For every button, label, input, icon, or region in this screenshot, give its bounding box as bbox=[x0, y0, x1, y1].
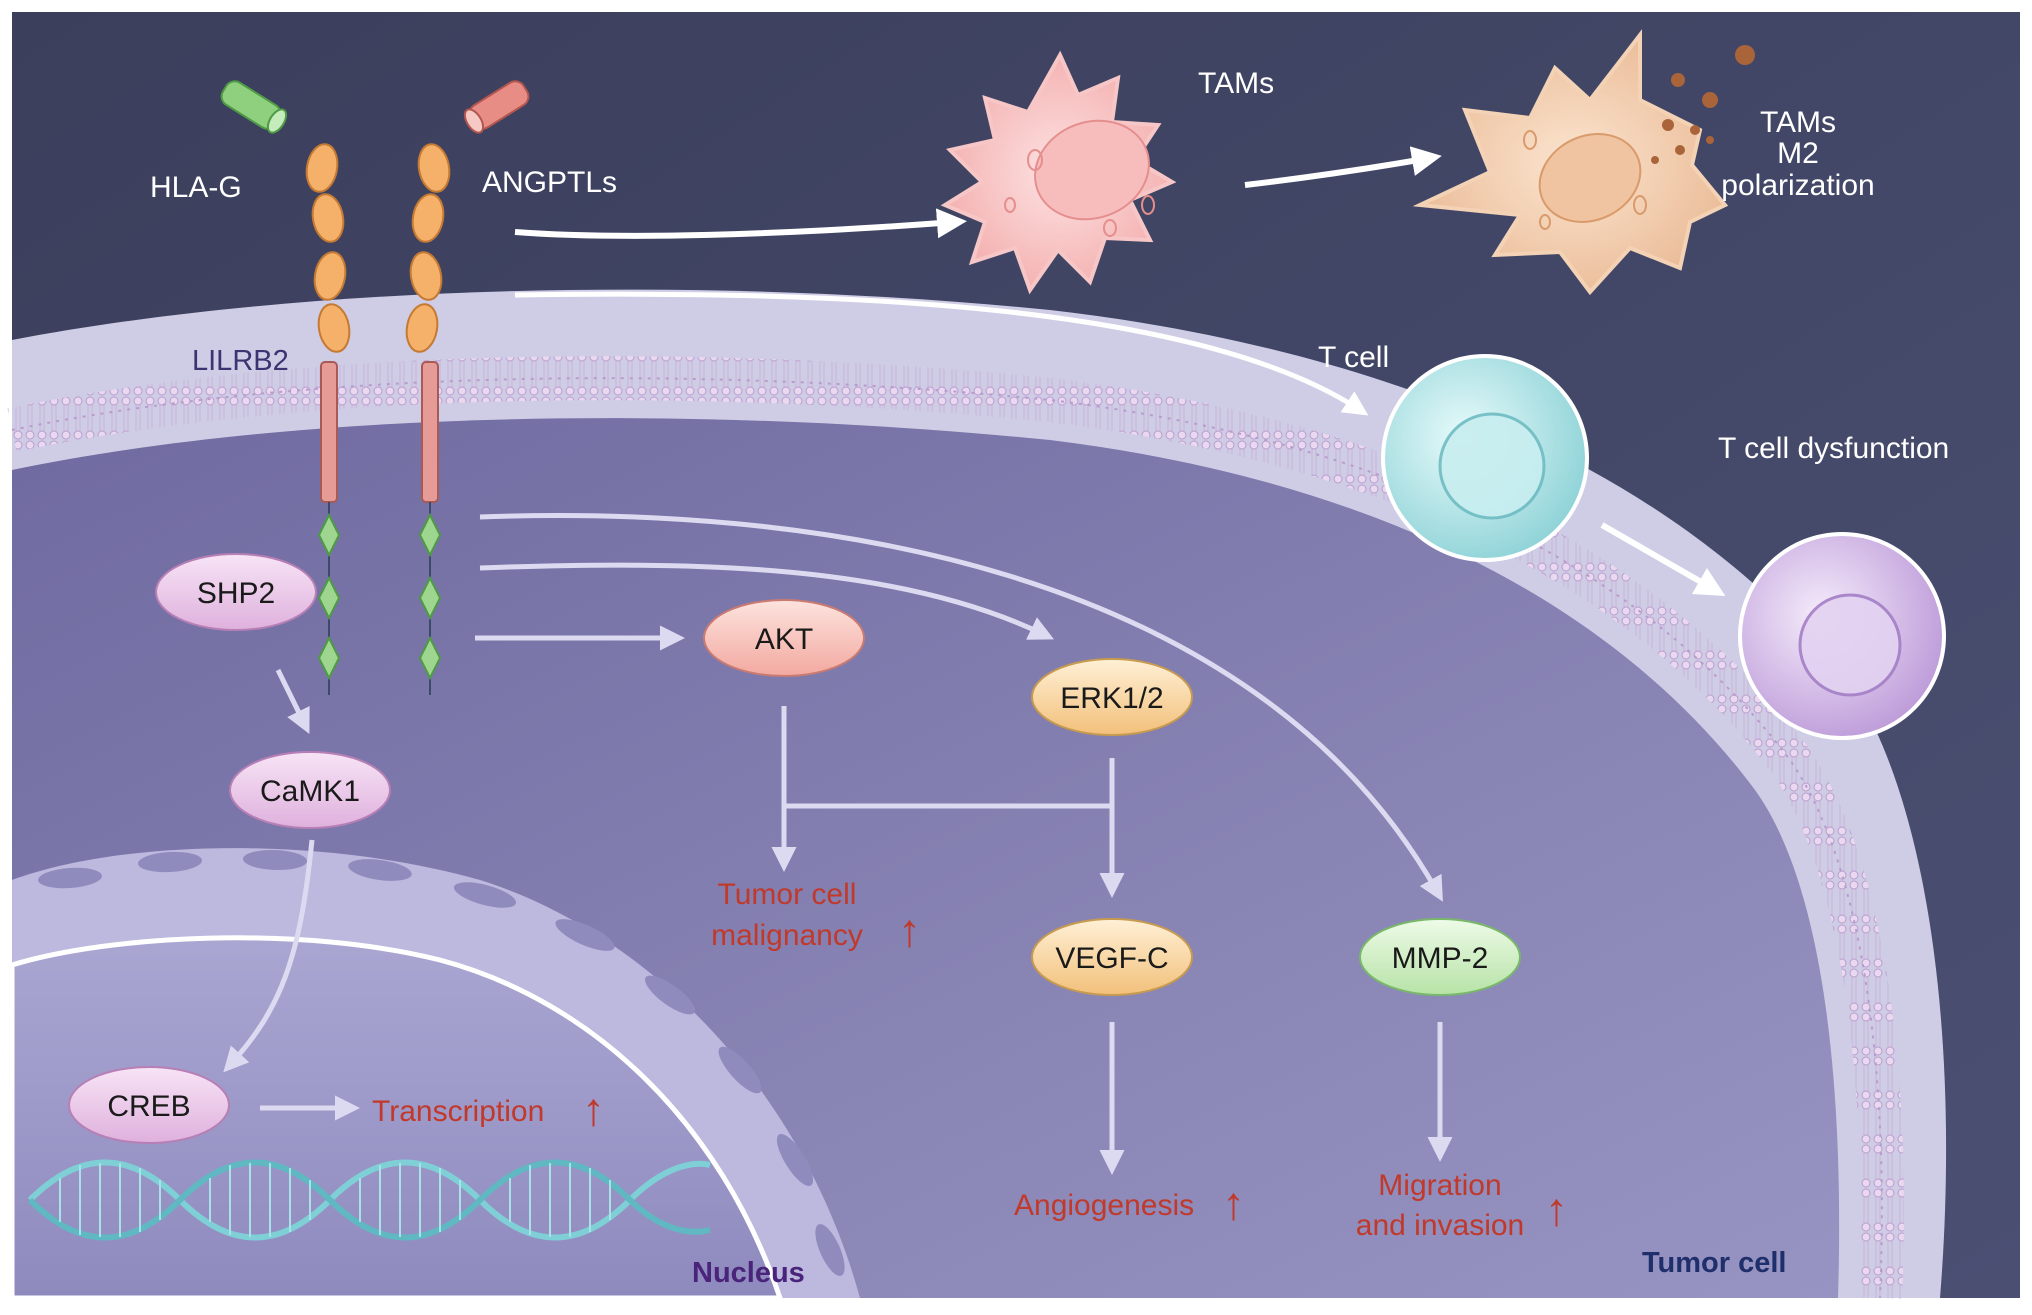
angiogenesis-up-arrow: ↑ bbox=[1222, 1177, 1245, 1229]
arrow-camk1-to-creb bbox=[223, 839, 315, 1073]
creb-node: CREB bbox=[68, 1066, 230, 1144]
vegf-c-node: VEGF-C bbox=[1031, 918, 1193, 996]
dna-helix-icon bbox=[27, 1159, 711, 1241]
shp2-label: SHP2 bbox=[197, 577, 275, 610]
t-cell-dysfunction-label: T cell dysfunction bbox=[1718, 432, 1949, 465]
erk-node: ERK1/2 bbox=[1031, 658, 1193, 736]
arrow-shp2-to-camk1 bbox=[275, 668, 310, 734]
tams-m2-label-1: TAMs bbox=[1760, 106, 1836, 139]
camk1-label: CaMK1 bbox=[260, 775, 360, 808]
transcription-up-arrow: ↑ bbox=[582, 1083, 605, 1135]
angptls-label: ANGPTLs bbox=[482, 166, 617, 199]
migration-label-1: Migration bbox=[1378, 1169, 1501, 1202]
lilrb2-receptor-left bbox=[305, 143, 351, 695]
arrow-to-dysfunction bbox=[1600, 522, 1726, 596]
vegf-c-label: VEGF-C bbox=[1055, 942, 1168, 975]
arrow-to-tams bbox=[514, 208, 967, 239]
arrow-to-m2 bbox=[1244, 146, 1442, 188]
tam-cell-icon bbox=[940, 50, 1177, 295]
arrow-to-erk bbox=[479, 562, 1055, 640]
akt-node: AKT bbox=[703, 599, 865, 677]
lilrb2-label: LILRB2 bbox=[192, 345, 289, 377]
arrow-to-mmp2 bbox=[479, 513, 1443, 902]
hla-g-ligand-icon bbox=[220, 80, 288, 134]
dysfunctional-t-cell-icon bbox=[1738, 532, 1946, 740]
t-cell-icon bbox=[1381, 354, 1589, 562]
tams-label: TAMs bbox=[1198, 67, 1274, 100]
nucleus-label: Nucleus bbox=[692, 1257, 805, 1289]
malignancy-label-2: malignancy bbox=[711, 919, 863, 952]
erk-label: ERK1/2 bbox=[1060, 682, 1163, 715]
nuclear-pores bbox=[38, 849, 845, 1276]
shp2-node: SHP2 bbox=[155, 553, 317, 631]
akt-label: AKT bbox=[755, 623, 813, 656]
angiogenesis-label: Angiogenesis bbox=[1014, 1189, 1194, 1222]
migration-up-arrow: ↑ bbox=[1545, 1183, 1568, 1235]
hla-g-label: HLA-G bbox=[150, 171, 242, 204]
tumor-cell-label: Tumor cell bbox=[1642, 1247, 1787, 1279]
tams-m2-label-3: polarization bbox=[1721, 169, 1874, 202]
t-cell-label: T cell bbox=[1318, 341, 1389, 374]
lilrb2-receptor-right bbox=[405, 143, 451, 695]
membrane-inner-line bbox=[11, 377, 1883, 1299]
intracellular-arrows bbox=[223, 513, 1453, 1175]
transcription-label: Transcription bbox=[372, 1095, 544, 1128]
migration-label-2: and invasion bbox=[1356, 1209, 1524, 1242]
arrow-to-t-cell bbox=[514, 291, 1369, 416]
malignancy-up-arrow: ↑ bbox=[898, 904, 921, 956]
mmp2-node: MMP-2 bbox=[1359, 918, 1521, 996]
creb-label: CREB bbox=[107, 1090, 190, 1123]
mmp2-label: MMP-2 bbox=[1392, 942, 1489, 975]
nucleus-interior bbox=[9, 935, 784, 1301]
malignancy-label-1: Tumor cell bbox=[718, 878, 857, 911]
angptls-ligand-icon bbox=[463, 80, 530, 134]
tams-m2-label-2: M2 bbox=[1777, 137, 1819, 170]
camk1-node: CaMK1 bbox=[229, 751, 391, 829]
m2-tam-cell-icon bbox=[1412, 29, 1755, 296]
